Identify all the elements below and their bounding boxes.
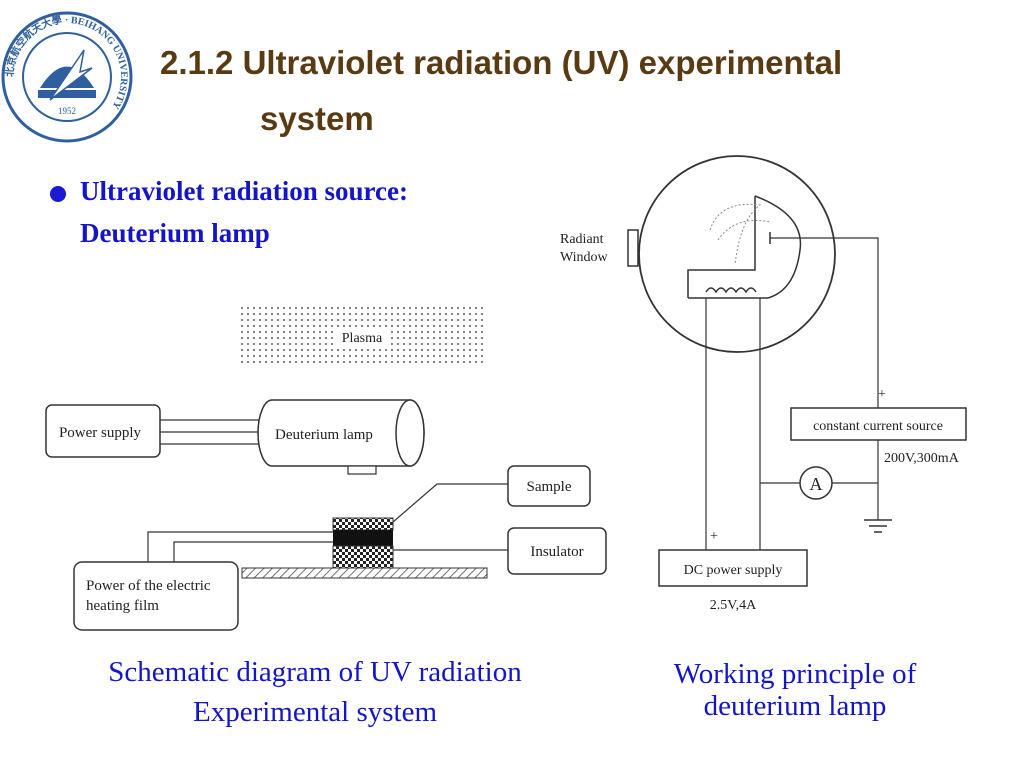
bullet-line1: Ultraviolet radiation source: [80, 176, 408, 206]
right-caption-line2: deuterium lamp [703, 690, 887, 722]
heating-power-label-line2: heating film [86, 598, 159, 614]
dc-power-rating: 2.5V,4A [710, 598, 757, 613]
deuterium-lamp-label: Deuterium lamp [275, 427, 373, 443]
ammeter-label: A [810, 474, 823, 494]
heating-power-label-line1: Power of the electric [86, 578, 211, 594]
uv-experiment-schematic: Plasma Power supply Deuterium lamp Sampl… [45, 306, 607, 631]
dc-power-label: DC power supply [684, 563, 783, 578]
power-supply-label: Power supply [59, 425, 142, 441]
power-supply-box [45, 404, 161, 458]
dc-power-supply-box [658, 549, 808, 587]
slide-title-line2: system [260, 100, 374, 137]
insulator-label: Insulator [530, 544, 583, 560]
right-caption-line1: Working principle of [673, 658, 917, 690]
arc-discharge [709, 203, 771, 266]
constant-current-source-box [790, 407, 967, 441]
base-plate [241, 567, 488, 579]
insulator-box [507, 527, 607, 575]
left-caption-line2: Experimental system [192, 696, 438, 728]
radiant-label-line1: Radiant [560, 232, 604, 247]
left-caption-line1: Schematic diagram of UV radiation [108, 656, 522, 688]
sample-layer [332, 517, 394, 531]
sample-label: Sample [527, 479, 572, 495]
university-logo: 北京航空航天大學 · BEIHANG UNIVERSITY 1952 [1, 11, 133, 143]
heating-film-layer [333, 530, 393, 546]
logo-year: 1952 [58, 106, 76, 116]
filament-coil [705, 287, 757, 294]
sample-box [507, 465, 591, 507]
plus-sign-top: + [878, 387, 886, 402]
plus-sign-bottom: + [710, 529, 718, 544]
bullet-icon [50, 186, 66, 202]
heating-power-box [73, 561, 239, 631]
constant-current-label: constant current source [813, 419, 943, 434]
constant-current-rating: 200V,300mA [884, 451, 960, 466]
radiant-window [627, 229, 639, 267]
slide-title-line1: 2.1.2 Ultraviolet radiation (UV) experim… [160, 44, 843, 81]
deuterium-lamp-principle-diagram: Radiant Window + constant current source… [560, 155, 967, 613]
insulator-layer [332, 545, 394, 569]
plasma-label: Plasma [342, 331, 383, 346]
radiant-label-line2: Window [560, 250, 609, 265]
bullet-line2: Deuterium lamp [80, 218, 270, 248]
